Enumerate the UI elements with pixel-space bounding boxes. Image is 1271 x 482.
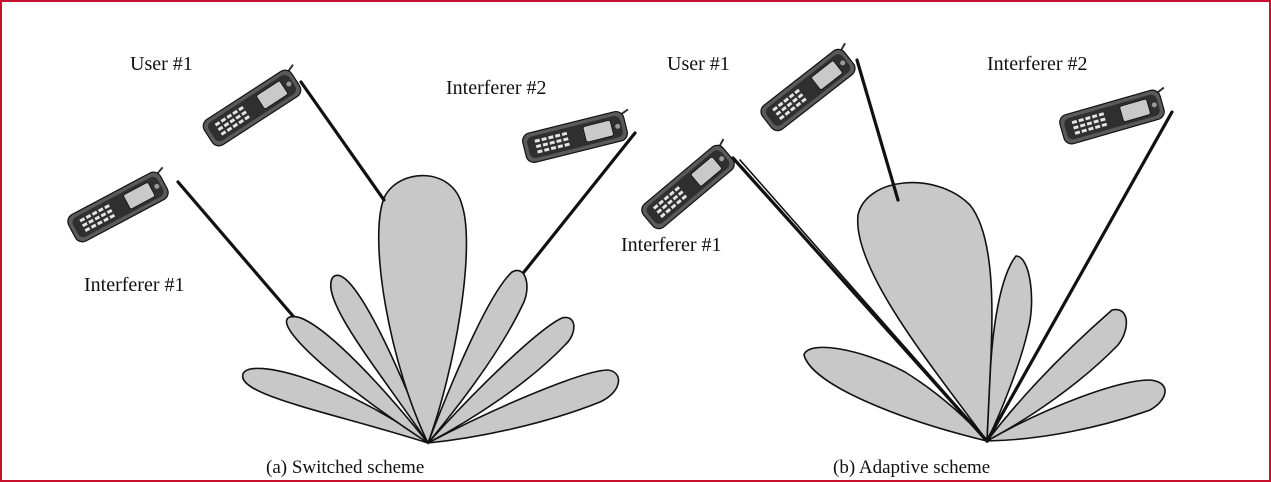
lobe-right-1	[427, 269, 528, 444]
lobe-left-1	[330, 274, 429, 444]
lobe-far-right	[986, 379, 1166, 442]
lobe-right-mid	[986, 308, 1128, 442]
ray-interferer1-inner	[739, 159, 986, 439]
label-user1: User #1	[130, 53, 193, 75]
mobile-phone-icon	[637, 137, 744, 233]
ray-user1	[299, 80, 386, 202]
mobile-phone-icon	[756, 41, 864, 135]
label-user1: User #1	[667, 53, 730, 75]
ray-interferer2	[985, 110, 1174, 443]
lobe-right-2	[427, 316, 575, 444]
lobe-far-left	[803, 346, 990, 443]
ray-interferer1	[731, 156, 989, 443]
lobe-main	[377, 174, 468, 446]
panel-switched-scheme: User #1 Interferer #2 Interferer #1 (a) …	[64, 53, 637, 478]
label-interferer1: Interferer #1	[621, 234, 722, 256]
panel-adaptive-scheme: User #1 Interferer #2 Interferer #1 (b) …	[621, 41, 1174, 478]
lobe-side-narrow	[986, 255, 1033, 442]
label-interferer2: Interferer #2	[987, 53, 1088, 75]
mobile-phone-icon	[199, 62, 310, 150]
caption-switched-scheme: (a) Switched scheme	[266, 457, 424, 478]
caption-adaptive-scheme: (b) Adaptive scheme	[833, 457, 990, 478]
ray-interferer1	[176, 180, 295, 318]
ray-user1	[855, 58, 900, 202]
mobile-phone-icon	[64, 165, 178, 246]
lobe-far-left	[242, 367, 429, 444]
label-interferer1: Interferer #1	[84, 274, 185, 296]
mobile-phone-icon	[1056, 85, 1173, 147]
label-interferer2: Interferer #2	[446, 77, 547, 99]
ray-interferer2	[522, 131, 637, 274]
lobe-left-2	[285, 315, 429, 444]
lobe-far-right	[427, 369, 620, 444]
